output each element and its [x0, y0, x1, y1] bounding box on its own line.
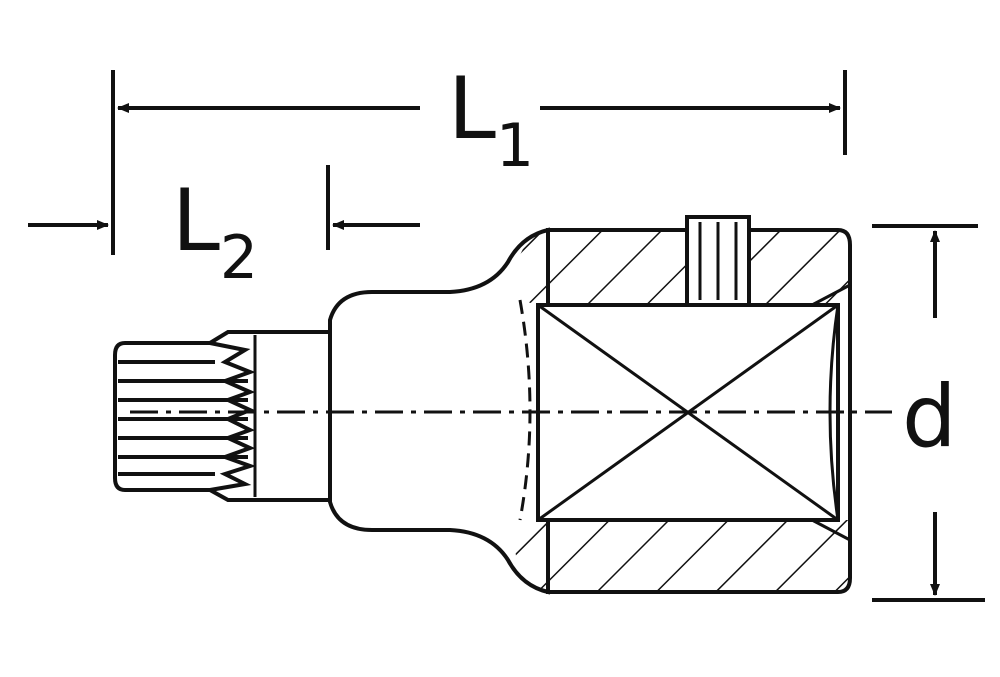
l2-label: L2 — [172, 171, 258, 293]
hatch-top — [515, 230, 850, 305]
dimension-l1: L1 — [111, 59, 847, 255]
retaining-pin — [685, 215, 751, 307]
l1-label: L1 — [448, 59, 534, 181]
hatch-bottom — [515, 520, 850, 592]
d-label: d — [902, 367, 957, 467]
socket-housing — [515, 215, 852, 594]
dimension-l2: L2 — [28, 165, 420, 293]
spline-bit-tip — [113, 330, 332, 502]
dimension-d: d — [872, 224, 985, 602]
